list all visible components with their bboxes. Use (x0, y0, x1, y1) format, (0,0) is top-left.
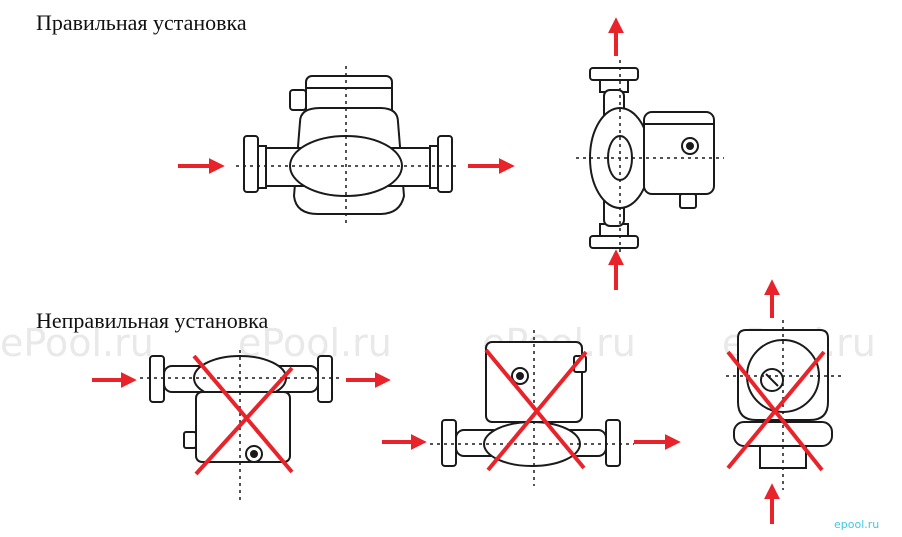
brand-logo: epool.ru (834, 518, 879, 531)
watermark: ePool.ru (0, 321, 154, 365)
heading-correct-installation: Правильная установка (36, 10, 247, 35)
pump-incorrect-motor-down (140, 350, 340, 500)
watermark: ePool.ru (238, 321, 392, 365)
pump-correct-horizontal (236, 66, 460, 226)
cross-mark (192, 354, 294, 476)
cross-mark (484, 348, 588, 472)
heading-incorrect-installation: Неправильная установка (36, 308, 269, 333)
cross-mark (726, 350, 826, 472)
pump-incorrect-front-view (726, 320, 842, 490)
pump-correct-vertical (576, 60, 724, 256)
